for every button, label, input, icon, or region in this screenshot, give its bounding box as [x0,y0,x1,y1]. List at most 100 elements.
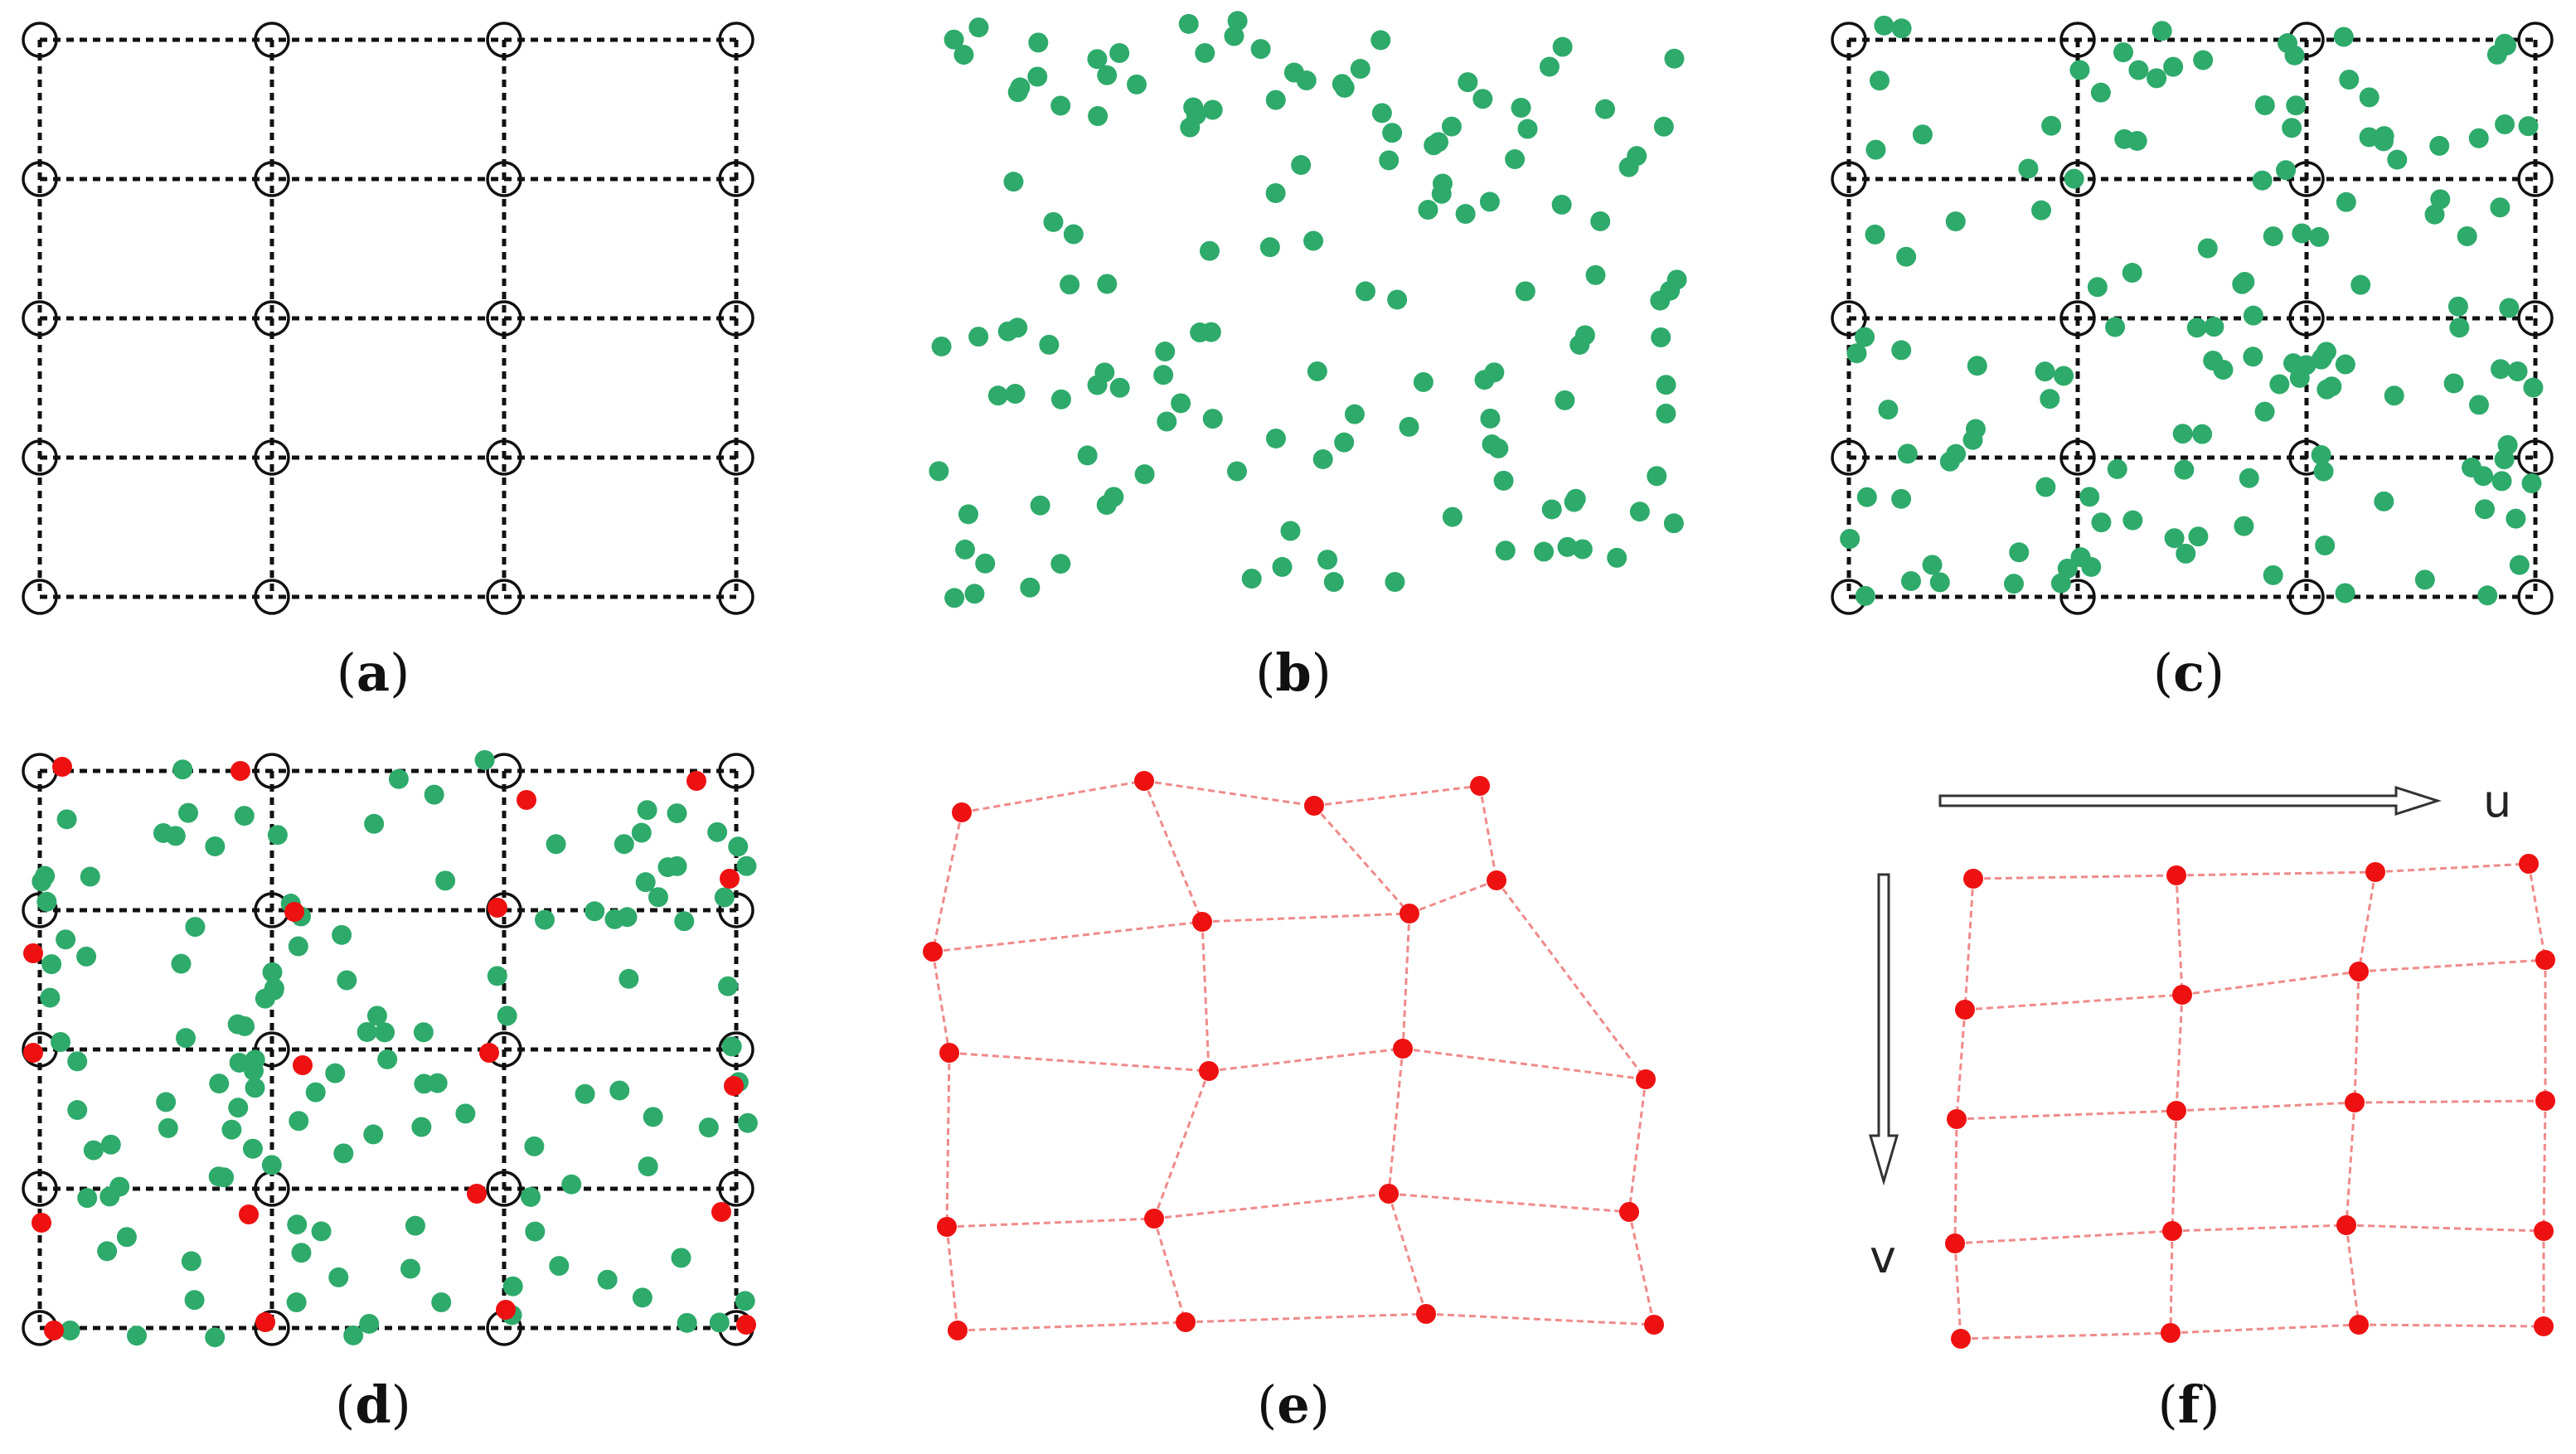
panel-f: u v [1807,729,2570,1376]
mesh-node [1199,1061,1219,1081]
scatter-point [1087,49,1108,70]
nearest-point [52,757,72,777]
scatter-point [228,1098,249,1118]
scatter-point [209,1074,230,1094]
scatter-point [165,826,186,846]
scatter-point [40,987,61,1008]
panel-b [895,0,1691,647]
scatter-point [2374,491,2394,511]
mesh-edge [1153,1192,1390,1220]
mesh-edge [931,951,951,1054]
scatter-point [1517,119,1538,139]
scatter-point [643,1107,663,1127]
scatter-point [609,1080,630,1101]
scatter-point [1050,389,1071,410]
mesh-node [1963,869,1983,889]
scatter-point [2507,361,2528,381]
scatter-point [2374,126,2394,147]
grid-node [718,1031,754,1068]
scatter-point [2232,274,2253,294]
mesh-node [1400,904,1419,923]
mesh-edge [1185,1312,1427,1324]
scatter-point [1050,554,1071,574]
scatter-point [287,1214,308,1235]
scatter-point [1418,200,1438,221]
mesh-node [2365,862,2385,882]
scatter-point [1472,89,1493,109]
mesh-node [1644,1315,1664,1335]
scatter-point [521,1186,541,1207]
grid-node [2059,161,2096,197]
grid-node [22,892,58,928]
scatter-point [97,1241,118,1262]
nearest-point [686,771,706,791]
scatter-point [80,866,100,887]
scatter-point [2311,444,2331,465]
scatter-point [245,1078,265,1098]
scatter-point [1891,340,1912,361]
panel-d [0,729,779,1376]
scatter-point [987,385,1008,406]
mesh-edge [2357,871,2377,972]
scatter-point [2163,56,2184,77]
grid-node [1831,300,1867,337]
u-arrow: u [1938,775,2511,827]
caption-d: (d) [335,1374,411,1435]
scatter-point [1226,461,1247,482]
scatter-point [2339,70,2360,90]
scatter-point [1387,289,1408,310]
scatter-point [546,834,566,855]
scatter-point [178,802,199,823]
caption-f: (f) [2157,1374,2220,1435]
scatter-point [2468,395,2489,415]
scatter-point [1265,90,1286,110]
scatter-point [1551,194,1572,215]
scatter-point [2468,128,2489,148]
nearest-point [32,1213,51,1233]
scatter-point [1039,334,1060,355]
scatter-point [1043,211,1064,232]
scatter-point [267,825,288,846]
scatter-point [2523,377,2544,398]
scatter-point [2359,87,2380,108]
scatter-point [1227,11,1248,32]
scatter-point [67,1051,88,1072]
scatter-point [1846,343,1867,364]
scatter-point [2147,68,2167,89]
panel-a-regular-grid [22,22,754,615]
scatter-point [1541,499,1562,520]
grid-node [22,579,58,615]
nearest-point [711,1202,731,1222]
mesh-node [939,1043,959,1063]
scatter-point [1493,470,1514,491]
grid-node [1831,22,1867,58]
scatter-point [524,1136,545,1156]
scatter-point [245,1049,265,1070]
scatter-point [2495,114,2515,134]
scatter-point [2031,200,2052,221]
scatter-point [2494,33,2515,54]
grid-node [2517,161,2554,197]
scatter-point [328,1267,349,1287]
scatter-point [968,17,989,38]
scatter-point [1097,65,1118,85]
scatter-point [2350,274,2371,295]
mesh-edge [945,1226,959,1331]
mesh-edge [2171,1110,2178,1232]
scatter-point [2263,226,2283,247]
grid-node [718,161,754,197]
scatter-point [1572,539,1593,560]
nearest-point [720,869,740,889]
scatter-point [2018,158,2039,179]
scatter-point [2473,466,2494,487]
scatter-point [2035,361,2055,382]
scatter-point [1153,365,1174,385]
scatter-point [657,857,678,878]
scatter-point [1855,585,1875,606]
scatter-point [1663,513,1684,534]
scatter-point [1455,204,1476,225]
mesh-node [1470,776,1490,796]
scatter-point [261,1155,282,1175]
scatter-point [597,1269,618,1290]
grid-node [2288,300,2325,337]
